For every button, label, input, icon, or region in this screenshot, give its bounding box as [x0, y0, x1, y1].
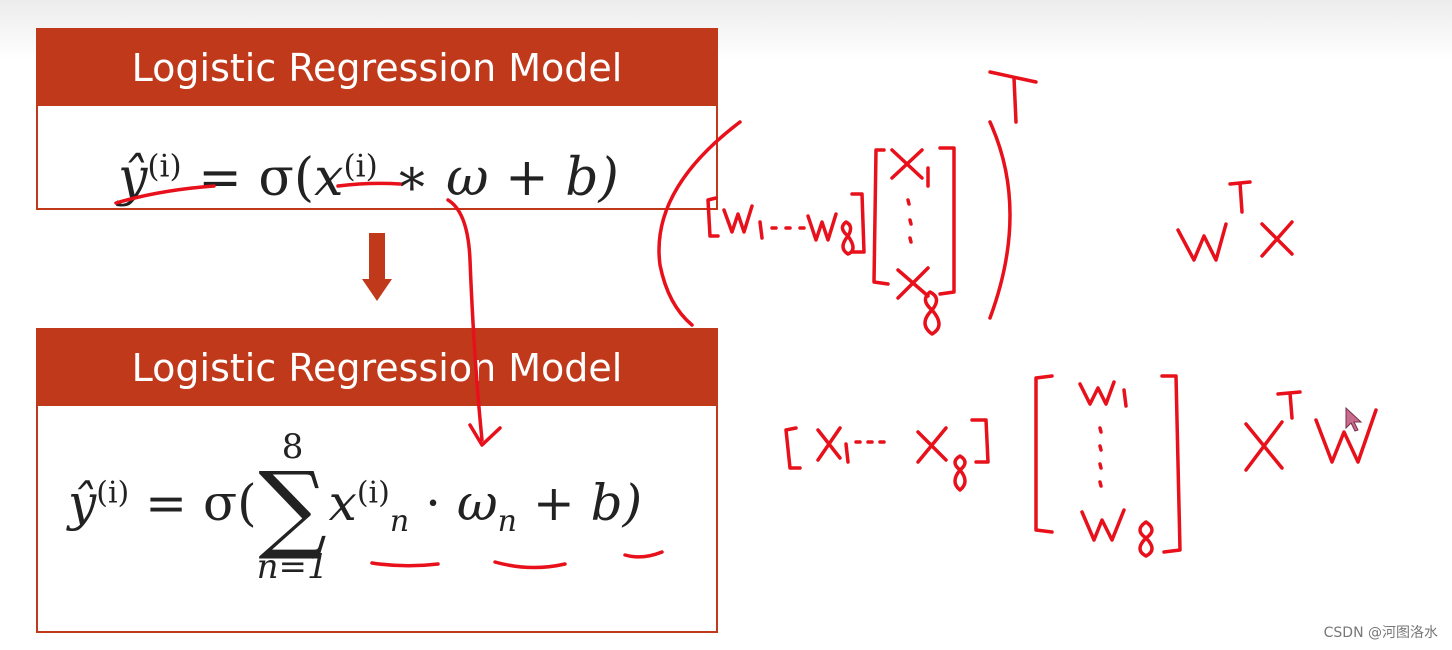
- formula-top: ŷ(i) = σ(x(i) ∗ ω + b): [118, 148, 619, 208]
- equals-sigma: = σ(: [129, 474, 257, 533]
- dot-operator: ·: [409, 474, 457, 533]
- omega-subscript: n: [497, 504, 517, 540]
- big-right-paren: [988, 120, 1012, 320]
- big-left-paren: [657, 120, 742, 327]
- x-term: x: [314, 148, 344, 208]
- x-superscript: (i): [356, 475, 390, 511]
- x-superscript: (i): [343, 148, 378, 185]
- cursor-icon: [1345, 406, 1363, 432]
- formula-rest-bottom: + b): [516, 474, 643, 533]
- underline-x-bottom: [370, 561, 440, 568]
- x-subscript: n: [389, 504, 410, 540]
- y-hat-superscript: (i): [147, 148, 182, 185]
- equals-sigma: = σ(: [181, 148, 315, 208]
- omega-term: ω: [456, 474, 498, 533]
- x-term: x: [328, 474, 357, 533]
- underline-b-bottom: [623, 550, 664, 559]
- y-hat: ŷ: [68, 474, 97, 533]
- model-box-bottom: Logistic Regression Model ŷ(i) = σ(8∑n=1…: [36, 328, 718, 633]
- underline-x-top: [336, 181, 402, 188]
- model-title-top: Logistic Regression Model: [38, 30, 716, 106]
- underline-y-hat-top: [114, 184, 216, 205]
- sum-upper-limit: 8: [281, 427, 304, 467]
- sigma-icon: ∑: [258, 451, 327, 563]
- underline-omega-bottom: [493, 560, 567, 570]
- sum-lower-limit: n=1: [256, 547, 329, 588]
- connector-arrowhead: [468, 423, 502, 447]
- formula-rest-top: ∗ ω + b): [377, 148, 619, 208]
- watermark: CSDN @河图洛水: [1323, 625, 1438, 641]
- model-title-bottom: Logistic Regression Model: [38, 330, 716, 406]
- down-arrow-icon: [362, 233, 392, 303]
- summation: 8∑n=1: [257, 430, 329, 584]
- model-box-top: Logistic Regression Model ŷ(i) = σ(x(i) …: [36, 28, 718, 210]
- y-hat-superscript: (i): [96, 475, 130, 511]
- connector-arrow: [446, 198, 484, 442]
